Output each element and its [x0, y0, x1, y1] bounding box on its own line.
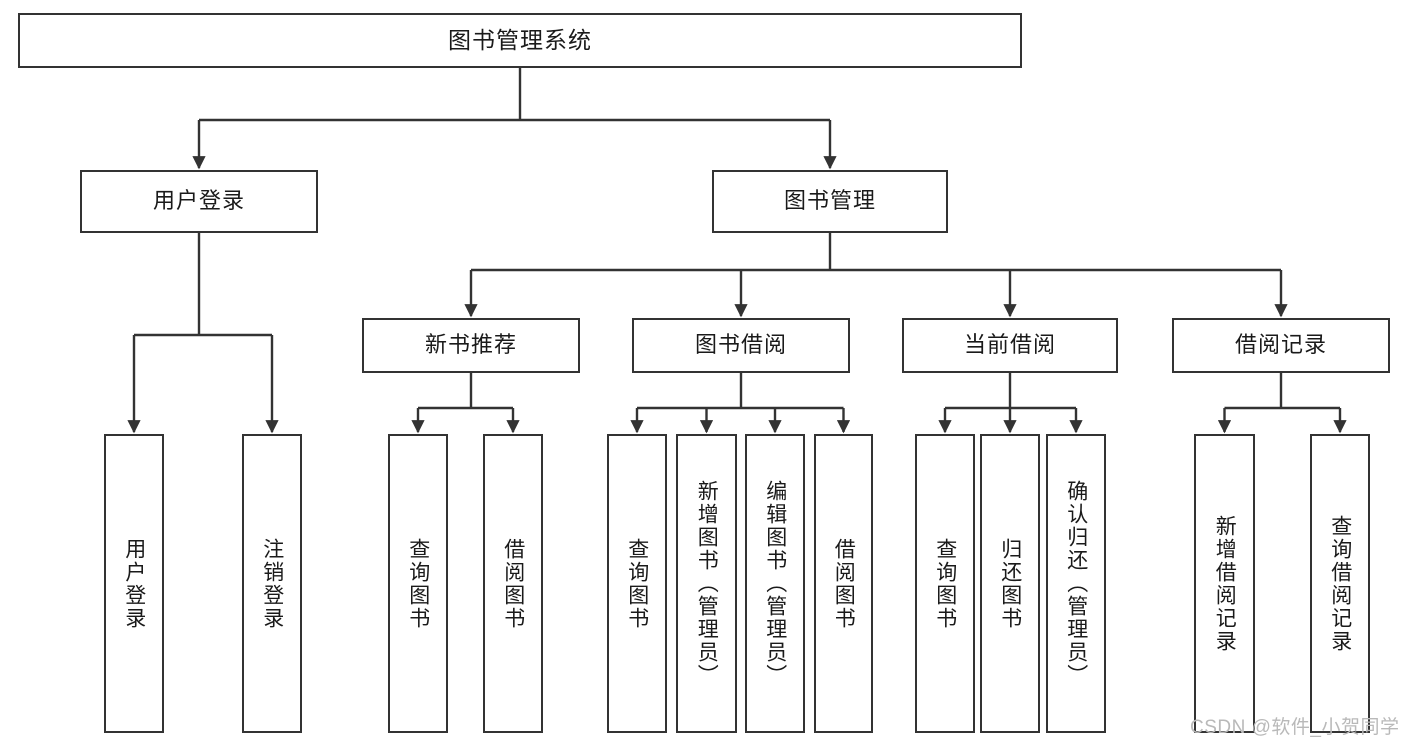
node-label: 查询图书: [933, 537, 957, 630]
node-label: 新增借阅记录: [1213, 514, 1237, 653]
node-label: 图书借阅: [694, 332, 787, 358]
node-label: 新增图书（管理员）: [695, 480, 719, 687]
node-leaf2[interactable]: 注销登录: [242, 434, 302, 733]
node-records[interactable]: 借阅记录: [1172, 318, 1390, 373]
connector-lines: [127, 68, 1347, 434]
node-label: 用户登录: [152, 188, 245, 214]
node-bookmgmt[interactable]: 图书管理: [712, 170, 948, 233]
node-root[interactable]: 图书管理系统: [18, 13, 1022, 68]
node-leaf11[interactable]: 确认归还（管理员）: [1046, 434, 1106, 733]
node-label: 查询图书: [625, 537, 649, 630]
node-leaf8[interactable]: 借阅图书: [814, 434, 873, 733]
node-leaf13[interactable]: 查询借阅记录: [1310, 434, 1370, 733]
node-label: 图书管理: [783, 188, 876, 214]
node-login[interactable]: 用户登录: [80, 170, 318, 233]
node-label: 注销登录: [260, 537, 284, 630]
node-label: 用户登录: [122, 537, 146, 630]
node-newbook[interactable]: 新书推荐: [362, 318, 580, 373]
node-leaf6[interactable]: 新增图书（管理员）: [676, 434, 737, 733]
node-leaf10[interactable]: 归还图书: [980, 434, 1040, 733]
node-leaf9[interactable]: 查询图书: [915, 434, 975, 733]
node-leaf7[interactable]: 编辑图书（管理员）: [745, 434, 805, 733]
node-label: 借阅图书: [501, 537, 525, 630]
node-leaf3[interactable]: 查询图书: [388, 434, 448, 733]
node-label: 借阅记录: [1234, 332, 1327, 358]
node-label: 编辑图书（管理员）: [763, 480, 787, 687]
node-label: 当前借阅: [963, 332, 1056, 358]
node-label: 确认归还（管理员）: [1064, 480, 1088, 687]
node-leaf4[interactable]: 借阅图书: [483, 434, 543, 733]
node-leaf5[interactable]: 查询图书: [607, 434, 667, 733]
node-label: 查询图书: [406, 537, 430, 630]
node-label: 图书管理系统: [448, 26, 592, 53]
node-label: 归还图书: [998, 537, 1022, 630]
node-leaf12[interactable]: 新增借阅记录: [1194, 434, 1255, 733]
node-label: 查询借阅记录: [1328, 514, 1352, 653]
node-label: 借阅图书: [832, 537, 856, 630]
node-current[interactable]: 当前借阅: [902, 318, 1118, 373]
node-leaf1[interactable]: 用户登录: [104, 434, 164, 733]
node-borrow[interactable]: 图书借阅: [632, 318, 850, 373]
node-label: 新书推荐: [424, 332, 517, 358]
